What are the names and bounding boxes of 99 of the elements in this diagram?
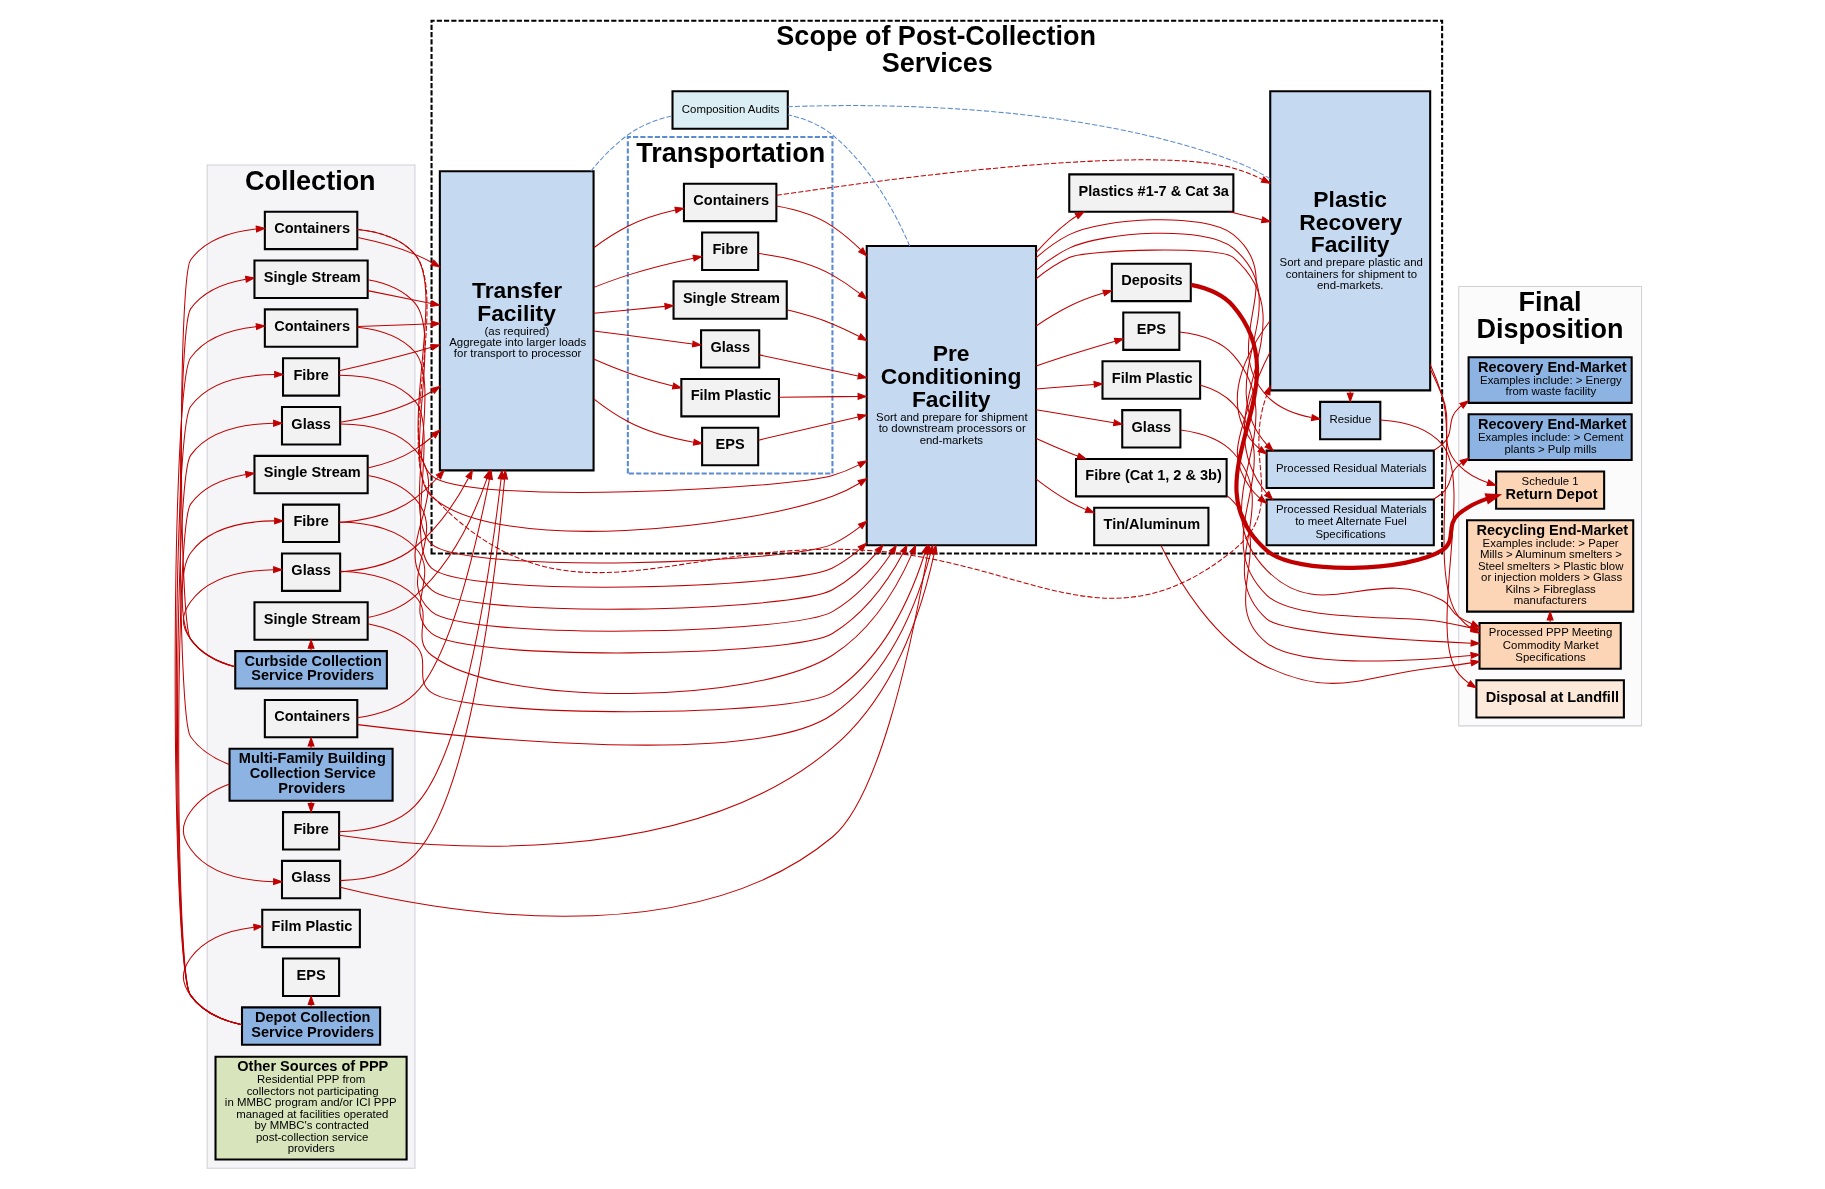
node-box: Processed Residual Materials to meet Alternate Fuel Specifications	[1265, 498, 1435, 547]
node-box: Processed Residual Materials	[1265, 449, 1435, 490]
node-box: Film Plastic	[680, 377, 780, 418]
arrow	[181, 517, 285, 668]
arrow	[593, 330, 703, 348]
arrow	[357, 236, 442, 268]
arrow	[1035, 219, 1322, 422]
node-box: Containers	[263, 308, 359, 348]
arrow	[1229, 211, 1272, 224]
arrow	[367, 290, 442, 308]
node-box: Recovery End-Market Examples include: > Energy from waste facility	[1467, 356, 1633, 404]
arrow	[757, 253, 868, 301]
node-box: Glass	[280, 406, 342, 446]
node-box: Tin/Aluminum	[1093, 506, 1210, 547]
arrow	[179, 275, 256, 765]
node-box: Curbside Collection Service Providers	[234, 650, 388, 690]
arrow	[339, 543, 917, 695]
arrow	[307, 994, 315, 1008]
node-box: Fibre (Cat 1, 2 & 3b)	[1074, 457, 1228, 498]
arrow	[367, 429, 441, 469]
node-box: EPS	[282, 957, 341, 997]
node-box: Disposal at Landfill	[1475, 679, 1625, 719]
arrow	[593, 358, 683, 390]
arrow	[178, 470, 256, 1026]
arrow	[1429, 368, 1498, 487]
arrow	[1035, 289, 1114, 327]
node-box: Fibre	[282, 357, 341, 397]
arrow	[182, 566, 284, 668]
node-box: Schedule 1 Return Depot	[1495, 470, 1606, 510]
node-box: Single Stream	[253, 259, 369, 299]
arrow	[758, 413, 868, 441]
node-box: Glass	[280, 859, 342, 900]
node-box: Film Plastic	[261, 908, 361, 949]
arrow	[182, 783, 284, 886]
arrow	[357, 320, 442, 328]
arrow	[778, 392, 868, 401]
arrow	[593, 254, 704, 288]
node-box: Processed PPP Meeting Commodity Market Specifications	[1478, 622, 1622, 670]
node-box: Single Stream	[672, 280, 788, 320]
arrow	[1035, 478, 1096, 514]
node-box: Single Stream	[253, 601, 369, 641]
arrow	[1035, 211, 1086, 253]
arrow	[1035, 337, 1125, 367]
arrow	[1433, 457, 1470, 500]
arrow	[339, 423, 884, 610]
connector	[787, 114, 911, 247]
node-box: Fibre	[282, 503, 341, 544]
arrow	[307, 736, 315, 749]
node-box: Glass	[280, 552, 342, 592]
node-box: Containers	[263, 698, 359, 739]
node-box: Plastics #1-7 & Cat 3a	[1068, 173, 1235, 213]
arrow	[1035, 380, 1104, 390]
node-box: Pre Conditioning Facility Sort and prepare for shipment to downstream processors or end-markets	[865, 245, 1038, 547]
arrow	[1379, 419, 1478, 689]
arrow	[1236, 320, 1271, 455]
arrow	[1346, 390, 1354, 404]
node-box: Glass	[700, 329, 761, 369]
arrow	[758, 354, 869, 380]
node-box: Containers	[682, 182, 778, 223]
node-box: Deposits	[1110, 262, 1192, 303]
arrow	[776, 159, 1272, 196]
node-box: EPS	[1122, 311, 1181, 351]
arrow	[1546, 610, 1554, 624]
node-box: Recycling End-Market Examples include: > Paper Mills > Aluminum smelters > Steel smelters > Plastic blow or injection molders > Glass Kilns > Fibreglass manufacturers	[1466, 519, 1635, 613]
node-box: EPS	[701, 426, 760, 467]
node-box: Recovery End-Market Examples include: > Cement plants > Pulp mills	[1467, 413, 1633, 462]
arrow	[775, 205, 868, 257]
arrow	[1035, 409, 1124, 427]
arrow	[338, 521, 908, 654]
node-box: Residue	[1319, 400, 1382, 441]
node-box: Fibre	[701, 231, 760, 271]
node-box: Film Plastic	[1101, 360, 1202, 400]
connector	[787, 105, 1271, 180]
arrow	[1179, 331, 1481, 628]
arrow	[1035, 438, 1088, 460]
node-box: Single Stream	[253, 454, 369, 495]
connector	[590, 115, 673, 172]
arrow	[356, 326, 868, 564]
arrow	[593, 206, 686, 249]
arrow	[339, 469, 474, 573]
arrow	[307, 638, 315, 652]
arrow	[1433, 400, 1470, 452]
arrow	[1190, 282, 1503, 570]
arrow	[339, 385, 442, 423]
node-box: Glass	[1121, 409, 1182, 449]
arrow	[182, 923, 264, 1026]
arrow	[593, 398, 704, 446]
node-box: Other Sources of PPP Residential PPP from collectors not participating in MMBC program and/or ICI PPP managed at facilities operated by MMBC's contracted post-collection service providers	[214, 1055, 408, 1161]
arrow	[367, 475, 898, 632]
node-box: Fibre	[282, 811, 341, 851]
node-box: Transfer Facility (as required) Aggregate into larger loads for transport to processor	[438, 170, 595, 472]
node-box: Composition Audits	[671, 90, 789, 130]
node-box: Containers	[263, 210, 359, 251]
arrow	[307, 800, 315, 814]
arrow	[593, 302, 675, 314]
arrow	[786, 309, 869, 342]
arrow	[174, 323, 267, 1026]
arrow	[338, 343, 442, 372]
arrow	[1236, 351, 1271, 505]
